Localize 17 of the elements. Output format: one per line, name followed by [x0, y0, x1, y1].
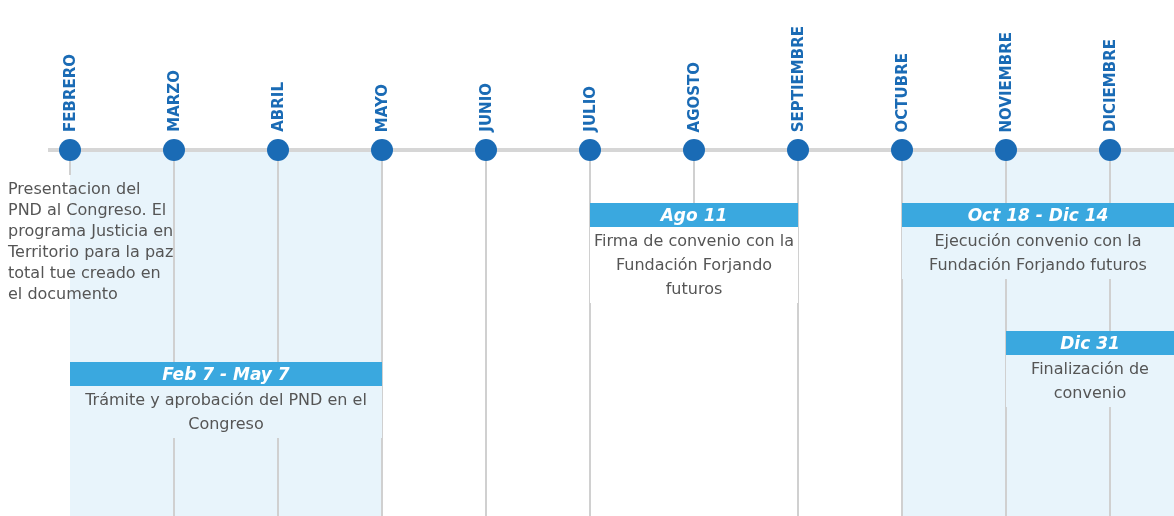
- date-banner: Feb 7 - May 7: [70, 362, 382, 386]
- month-label: SEPTIEMBRE: [788, 25, 808, 132]
- event-description: Presentacion del PND al Congreso. El programa Justicia en Territorio para la paz total tue creado en el documento: [8, 178, 176, 304]
- month-label: MARZO: [164, 70, 184, 132]
- month-label: DICIEMBRE: [1100, 38, 1120, 132]
- month-label: NOVIEMBRE: [996, 31, 1016, 132]
- event-description: Firma de convenio con la Fundación Forjando futuros: [590, 227, 798, 303]
- month-label: AGOSTO: [684, 61, 704, 132]
- date-banner: Ago 11: [590, 203, 798, 227]
- month-label: MAYO: [372, 83, 392, 132]
- date-banner: Dic 31: [1006, 331, 1174, 355]
- month-label: OCTUBRE: [892, 52, 912, 132]
- month-label: JUNIO: [476, 83, 496, 132]
- month-label: JULIO: [580, 86, 600, 132]
- month-label: FEBRERO: [60, 53, 80, 132]
- month-label: ABRIL: [268, 82, 288, 132]
- date-banner: Oct 18 - Dic 14: [902, 203, 1174, 227]
